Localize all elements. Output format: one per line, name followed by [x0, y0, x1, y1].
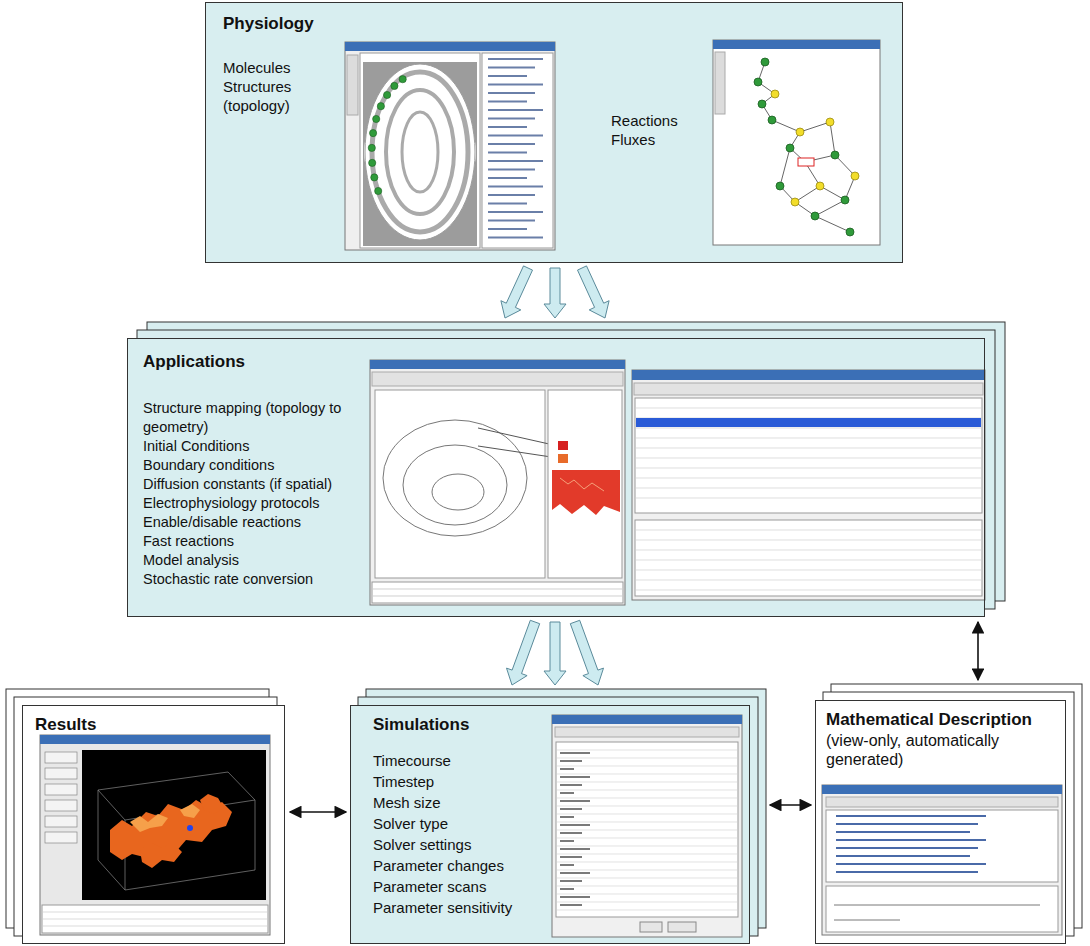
list-item: Solver settings	[373, 834, 551, 855]
list-item: Parameter scans	[373, 876, 551, 897]
panel-title: Mathematical Description	[826, 709, 1062, 730]
flow-arrow	[507, 620, 540, 685]
flow-arrow	[501, 266, 533, 318]
list-item: Parameter changes	[373, 855, 551, 876]
list-item: Enable/disable reactions	[143, 513, 375, 532]
list-item: Structure mapping (topology to geometry)	[143, 399, 375, 437]
panel-title: Applications	[143, 351, 363, 372]
text-column: Simulations	[373, 714, 553, 735]
flow-arrow	[544, 622, 566, 685]
results-screenshot	[40, 735, 270, 935]
math-screenshot	[822, 785, 1062, 935]
list-item: Initial Conditions	[143, 437, 375, 456]
text-column: (view-only, automatically generated)	[826, 731, 1036, 769]
text-column: Applications	[143, 351, 363, 372]
text-column: Structure mapping (topology to geometry)…	[143, 399, 375, 589]
panel-note: Molecules Structures (topology)	[223, 58, 335, 115]
list-item: Boundary conditions	[143, 456, 375, 475]
initial-conditions-screenshot	[632, 370, 985, 600]
text-column: TimecourseTimestepMesh sizeSolver typeSo…	[373, 750, 551, 918]
panel-title: Results	[35, 714, 235, 735]
simulation-screenshot	[552, 715, 742, 937]
text-column: Reactions Fluxes	[611, 111, 711, 149]
list-item: Model analysis	[143, 551, 375, 570]
text-column: Mathematical Description	[826, 709, 1062, 730]
mapping-screenshot	[370, 360, 625, 605]
math-description-panel: Mathematical Description(view-only, auto…	[815, 700, 1066, 944]
applications-panel: ApplicationsStructure mapping (topology …	[127, 338, 985, 617]
list-item: Diffusion constants (if spatial)	[143, 475, 375, 494]
text-column: Physiology	[223, 13, 423, 34]
text-column: Molecules Structures (topology)	[223, 58, 335, 115]
network-screenshot	[713, 40, 880, 245]
text-column: Results	[35, 714, 235, 735]
flow-arrow	[578, 266, 610, 318]
panel-note: Reactions Fluxes	[611, 111, 711, 149]
physiology-panel: PhysiologyMolecules Structures (topology…	[205, 2, 903, 263]
list-item: Fast reactions	[143, 532, 375, 551]
list-item: Electrophysiology protocols	[143, 494, 375, 513]
list-item: Timestep	[373, 771, 551, 792]
flow-arrow	[544, 268, 566, 318]
list-item: Timecourse	[373, 750, 551, 771]
list-item: Stochastic rate conversion	[143, 570, 375, 589]
panel-title: Physiology	[223, 13, 423, 34]
list-item: Solver type	[373, 813, 551, 834]
panel-title: Simulations	[373, 714, 553, 735]
list-item: Parameter sensitivity	[373, 897, 551, 918]
list-item: Mesh size	[373, 792, 551, 813]
simulations-panel: SimulationsTimecourseTimestepMesh sizeSo…	[350, 705, 750, 944]
link-arrow	[290, 811, 346, 813]
panel-fills	[22, 2, 1066, 944]
results-panel: Results	[22, 705, 285, 944]
flow-arrow	[570, 620, 603, 685]
structure-screenshot	[345, 42, 555, 250]
link-arrow	[770, 804, 811, 806]
panel-note: (view-only, automatically generated)	[826, 731, 1036, 769]
link-arrow	[977, 622, 979, 680]
